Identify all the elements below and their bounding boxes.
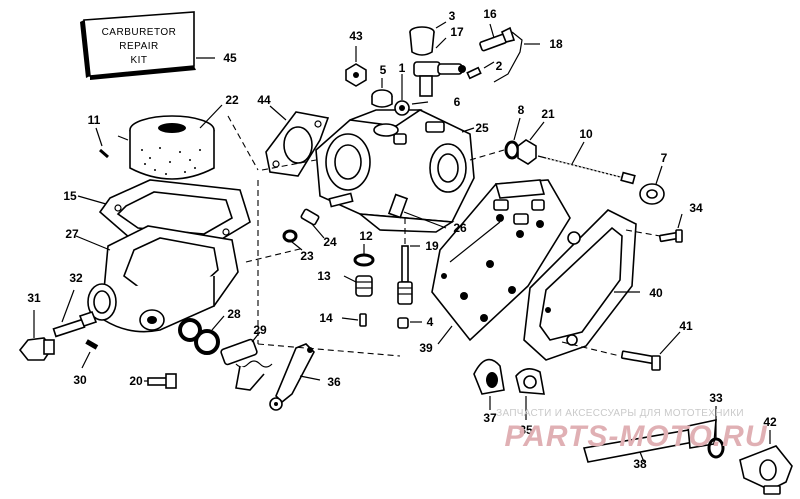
needle-seat bbox=[394, 100, 410, 116]
label-35: 35 bbox=[519, 423, 533, 437]
label-30: 30 bbox=[73, 373, 87, 387]
label-10: 10 bbox=[579, 127, 593, 141]
label-19: 19 bbox=[425, 239, 439, 253]
label-7: 7 bbox=[661, 151, 668, 165]
drain-nozzle bbox=[18, 337, 55, 361]
intake-housing bbox=[87, 225, 239, 333]
plug-part bbox=[397, 317, 409, 329]
label-33: 33 bbox=[709, 391, 723, 405]
label-28: 28 bbox=[227, 307, 241, 321]
flange-gasket bbox=[98, 179, 251, 247]
hex-screw bbox=[147, 373, 177, 389]
air-filter-element bbox=[117, 115, 215, 180]
kit-label-line1: CARBURETOR bbox=[102, 27, 177, 38]
small-jet bbox=[359, 313, 367, 327]
kit-label-line3: KIT bbox=[130, 55, 147, 66]
idle-needle bbox=[537, 153, 636, 185]
label-11: 11 bbox=[88, 113, 101, 127]
label-6: 6 bbox=[454, 95, 461, 109]
label-38: 38 bbox=[633, 457, 647, 471]
label-32: 32 bbox=[69, 271, 83, 285]
label-25: 25 bbox=[475, 121, 489, 135]
label-23: 23 bbox=[300, 249, 314, 263]
label-3: 3 bbox=[449, 9, 456, 23]
label-12: 12 bbox=[359, 229, 373, 243]
adjustment-screw bbox=[479, 26, 516, 52]
label-2: 2 bbox=[496, 59, 503, 73]
washer bbox=[504, 140, 520, 160]
hex-nut-top bbox=[345, 63, 367, 87]
label-41: 41 bbox=[679, 319, 693, 333]
jet-part bbox=[300, 208, 320, 226]
label-34: 34 bbox=[689, 201, 703, 215]
small-screw bbox=[466, 66, 482, 80]
throttle-lever bbox=[739, 445, 793, 495]
label-27: 27 bbox=[65, 227, 79, 241]
throttle-shaft bbox=[582, 418, 717, 463]
packing-nut bbox=[517, 139, 537, 165]
choke-shaft-spring bbox=[220, 338, 273, 391]
needle-knob bbox=[639, 183, 665, 205]
label-18: 18 bbox=[549, 37, 563, 51]
label-31: 31 bbox=[27, 291, 41, 305]
callout-labels: 1 2 3 4 5 6 7 8 10 11 12 13 14 15 16 17 … bbox=[27, 7, 777, 471]
roller-bracket bbox=[515, 368, 545, 395]
label-43: 43 bbox=[349, 29, 363, 43]
label-42: 42 bbox=[763, 415, 777, 429]
main-jet-gasket bbox=[353, 253, 375, 267]
gasket-ring bbox=[282, 229, 298, 243]
float-cup bbox=[409, 26, 435, 56]
shaft-washer bbox=[707, 437, 725, 459]
label-22: 22 bbox=[225, 93, 239, 107]
watermark-site: PARTS-MOTO.RU bbox=[504, 420, 767, 453]
high-speed-nozzle bbox=[397, 245, 413, 305]
linkage-rod bbox=[493, 31, 523, 83]
label-5: 5 bbox=[380, 63, 387, 77]
roll-pin bbox=[85, 339, 99, 350]
label-17: 17 bbox=[450, 25, 464, 39]
o-rings bbox=[178, 318, 220, 355]
label-20: 20 bbox=[129, 374, 143, 388]
pin-part bbox=[99, 148, 109, 159]
label-8: 8 bbox=[518, 103, 525, 117]
label-15: 15 bbox=[63, 189, 77, 203]
label-44: 44 bbox=[257, 93, 271, 107]
repair-kit-box: CARBURETOR REPAIR KIT bbox=[80, 11, 215, 80]
cam-follower bbox=[473, 358, 505, 395]
label-39: 39 bbox=[419, 341, 433, 355]
kit-label-line2: REPAIR bbox=[119, 41, 159, 52]
label-37: 37 bbox=[483, 411, 497, 425]
label-13: 13 bbox=[317, 269, 331, 283]
label-26: 26 bbox=[453, 221, 467, 235]
label-21: 21 bbox=[541, 107, 555, 121]
carburetor-gasket bbox=[265, 111, 330, 177]
cover-screw-long bbox=[620, 350, 661, 371]
label-29: 29 bbox=[253, 323, 267, 337]
carburetor-body bbox=[315, 109, 475, 233]
label-4: 4 bbox=[427, 315, 434, 329]
watermark-tagline: ЗАПЧАСТИ И АКСЕССУАРЫ ДЛЯ МОТОТЕХНИКИ bbox=[496, 408, 744, 419]
float-chamber bbox=[431, 179, 571, 342]
watermark: ЗАПЧАСТИ И АКСЕССУАРЫ ДЛЯ МОТОТЕХНИКИ PA… bbox=[496, 408, 767, 453]
label-16: 16 bbox=[483, 7, 497, 21]
inlet-screw bbox=[52, 311, 98, 338]
label-14: 14 bbox=[319, 311, 333, 325]
welch-plug bbox=[371, 89, 393, 108]
float-valve-assembly bbox=[413, 61, 466, 97]
label-36: 36 bbox=[327, 375, 341, 389]
label-24: 24 bbox=[323, 235, 337, 249]
label-45: 45 bbox=[223, 51, 237, 65]
label-40: 40 bbox=[649, 286, 663, 300]
cover-screw-small bbox=[658, 229, 683, 243]
main-jet-plug bbox=[355, 275, 373, 297]
float-chamber-cover bbox=[523, 209, 637, 361]
label-1: 1 bbox=[399, 61, 406, 75]
